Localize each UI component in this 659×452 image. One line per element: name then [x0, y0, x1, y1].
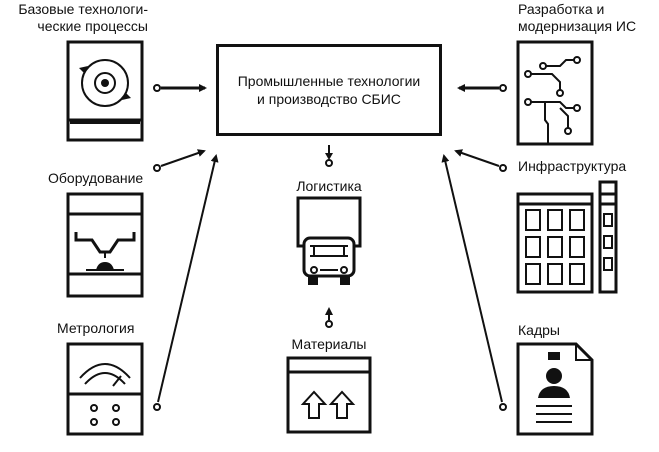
building-icon — [516, 180, 618, 294]
label-materials: Материалы — [291, 336, 367, 352]
label-base-tech: Базовые технологи- ческие процессы — [18, 1, 148, 35]
center-line2: и производство СБИС — [257, 91, 401, 107]
connector-equipment — [153, 149, 206, 172]
circuit-board-icon — [516, 40, 594, 146]
truck-icon — [296, 196, 362, 285]
connector-dev-ic — [457, 84, 507, 92]
equipment-machine-icon — [66, 192, 144, 298]
connector-personnel — [441, 154, 507, 411]
label-personnel: Кадры — [518, 322, 560, 338]
label-base-tech-line2: ческие процессы — [37, 18, 148, 34]
center-line1: Промышленные технологии — [237, 73, 421, 89]
center-box: Промышленные технологии и производство С… — [216, 44, 442, 136]
connector-infrastructure — [454, 149, 507, 172]
label-infrastructure: Инфраструктура — [518, 158, 627, 174]
rotating-disc-icon — [66, 40, 144, 142]
box-arrows-icon — [286, 356, 372, 434]
connector-materials — [325, 307, 333, 328]
label-metrology: Метрология — [57, 320, 135, 336]
label-base-tech-line1: Базовые технологи- — [18, 1, 148, 17]
label-dev-ic-line2: модернизация ИС — [518, 18, 637, 34]
label-logistics: Логистика — [296, 178, 362, 194]
connector-base-tech — [153, 84, 207, 92]
connector-logistics — [325, 145, 333, 167]
label-dev-ic-line1: Разработка и — [518, 1, 605, 17]
measuring-gauge-icon — [66, 342, 144, 436]
id-badge-icon — [516, 342, 594, 436]
label-equipment: Оборудование — [48, 170, 144, 186]
connector-metrology — [153, 154, 219, 411]
label-dev-ic: Разработка и модернизация ИС — [518, 1, 636, 35]
